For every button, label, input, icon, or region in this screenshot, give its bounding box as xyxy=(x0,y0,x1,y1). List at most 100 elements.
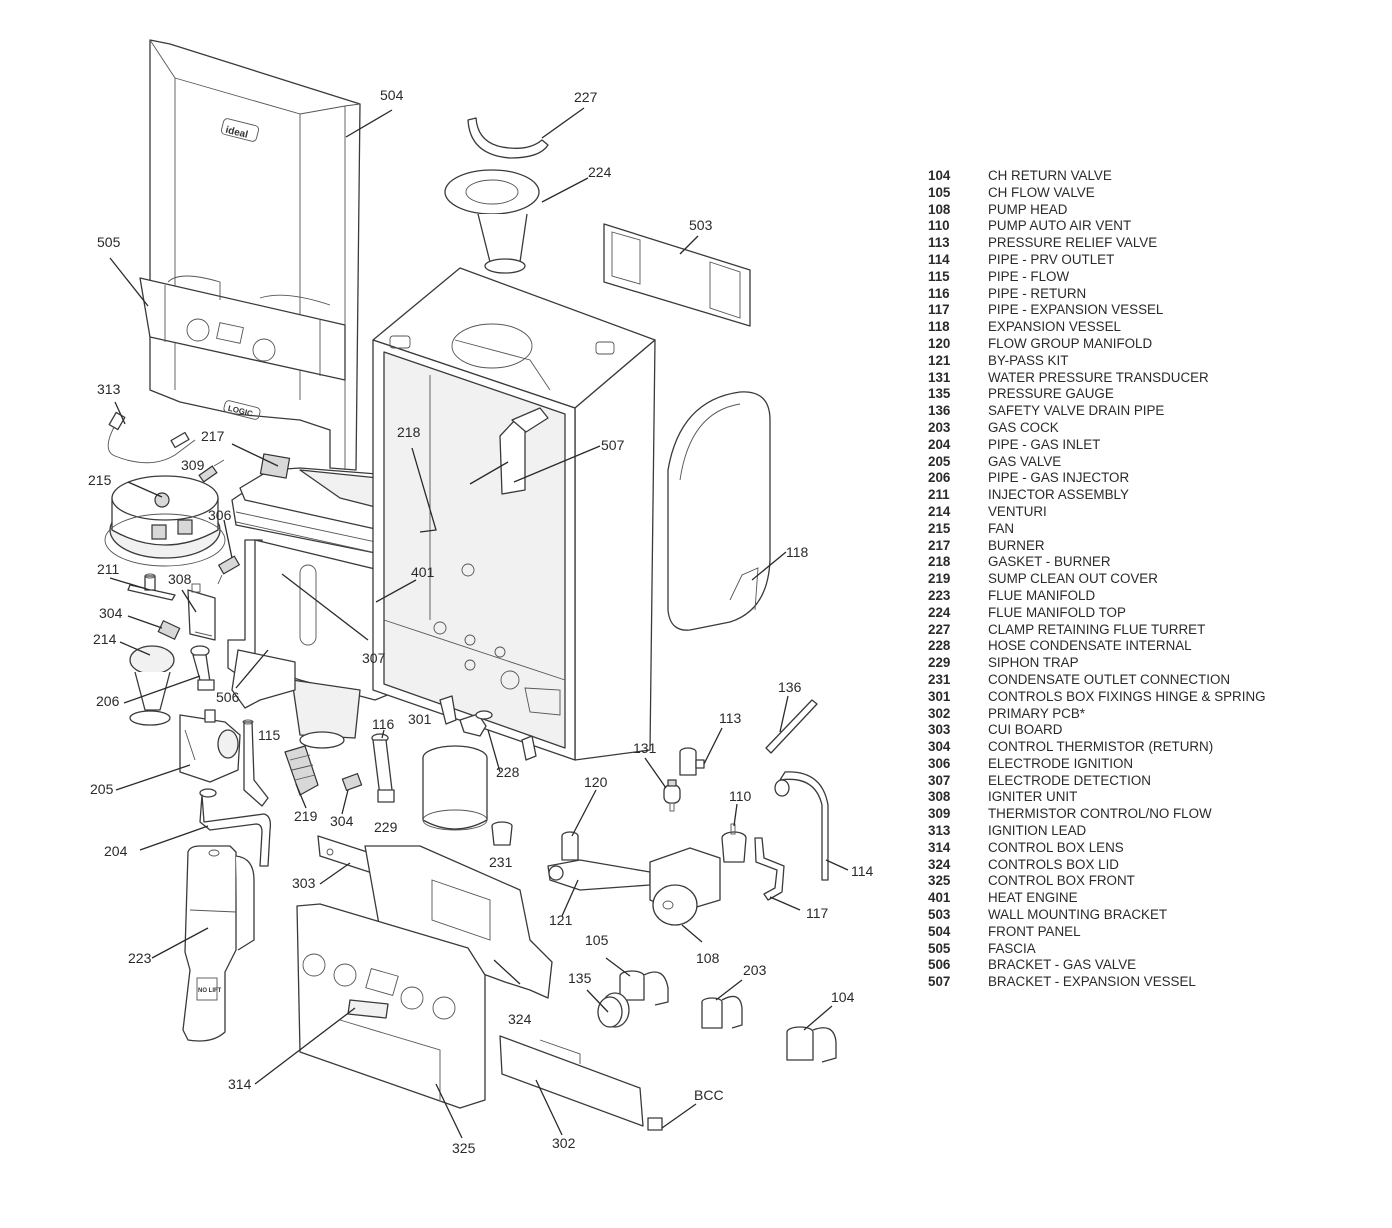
part-description: HOSE CONDENSATE INTERNAL xyxy=(988,638,1192,654)
part-number: 113 xyxy=(928,235,950,251)
part-number: 504 xyxy=(928,923,951,939)
expansion-vessel-118 xyxy=(667,391,771,631)
callout-120: 120 xyxy=(584,774,608,790)
callout-131: 131 xyxy=(633,740,657,756)
callout-121: 121 xyxy=(549,912,573,928)
sump-cover-219 xyxy=(284,745,319,796)
part-description: CH FLOW VALVE xyxy=(988,184,1095,200)
part-description: BURNER xyxy=(988,537,1045,553)
callout-503: 503 xyxy=(689,217,713,233)
water-pressure-transducer-131 xyxy=(663,779,681,812)
bcc-component xyxy=(647,1117,663,1131)
callout-113: 113 xyxy=(719,710,742,726)
control-thermistor-304-b xyxy=(341,772,363,792)
callout-223: 223 xyxy=(128,950,152,966)
part-description: ELECTRODE IGNITION xyxy=(988,755,1134,771)
chassis-casing xyxy=(372,267,656,761)
part-number: 313 xyxy=(928,823,951,839)
front-panel-504: ideal LOGIC xyxy=(149,39,361,471)
bracket-expansion-vessel-507 xyxy=(499,407,549,495)
part-description: PIPE - GAS INJECTOR xyxy=(988,470,1130,486)
clamp-flue-turret-227 xyxy=(467,117,549,159)
part-description: PIPE - RETURN xyxy=(988,285,1087,301)
callout-105: 105 xyxy=(585,932,609,948)
callout-302: 302 xyxy=(552,1135,576,1151)
part-number: 302 xyxy=(928,705,951,721)
part-description: CONTROL BOX LENS xyxy=(988,839,1124,855)
part-number: 506 xyxy=(928,957,951,973)
part-description: PRESSURE RELIEF VALVE xyxy=(988,235,1158,251)
flow-group-manifold-120 xyxy=(547,831,651,891)
part-number: 211 xyxy=(928,487,950,503)
parts-list-row: 204 PIPE - GAS INLET xyxy=(928,437,1348,454)
callout-224: 224 xyxy=(588,164,612,180)
part-number: 110 xyxy=(928,218,950,234)
part-number: 203 xyxy=(928,419,951,435)
callout-218: 218 xyxy=(397,424,421,440)
part-description: FRONT PANEL xyxy=(988,923,1081,939)
callout-211: 211 xyxy=(97,561,120,577)
callout-116: 116 xyxy=(372,716,395,732)
callout-505: 505 xyxy=(97,234,121,250)
pump-air-vent-110 xyxy=(721,823,747,863)
part-number: 218 xyxy=(928,554,951,570)
part-number: 303 xyxy=(928,722,951,738)
part-number: 108 xyxy=(928,201,951,217)
part-number: 325 xyxy=(928,873,951,889)
part-description: PRIMARY PCB* xyxy=(988,705,1085,721)
parts-list-row: 504 FRONT PANEL xyxy=(928,924,1348,941)
part-number: 227 xyxy=(928,621,951,637)
part-number: 204 xyxy=(928,436,951,452)
pipe-return-116 xyxy=(371,733,395,803)
igniter-unit-308 xyxy=(187,583,216,641)
siphon-trap-229 xyxy=(422,745,488,831)
fan-215 xyxy=(104,475,226,567)
callout-118: 118 xyxy=(786,544,809,560)
callout-324: 324 xyxy=(508,1011,532,1027)
part-description: GASKET - BURNER xyxy=(988,554,1111,570)
heat-engine-401 xyxy=(227,539,401,749)
part-number: 219 xyxy=(928,571,951,587)
part-description: IGNITER UNIT xyxy=(988,789,1078,805)
callout-214: 214 xyxy=(93,631,117,647)
part-number: 117 xyxy=(928,302,950,318)
ch-flow-valve-105 xyxy=(619,970,669,1006)
pipe-gas-inlet-204 xyxy=(199,788,272,867)
parts-list-row: 217 BURNER xyxy=(928,538,1348,555)
part-description: GAS VALVE xyxy=(988,453,1062,469)
part-description: FLOW GROUP MANIFOLD xyxy=(988,335,1153,351)
callout-203: 203 xyxy=(743,962,767,978)
part-number: 314 xyxy=(928,839,951,855)
part-number: 135 xyxy=(928,386,951,402)
no-lift-badge: NO LIFT xyxy=(198,988,222,994)
part-number: 217 xyxy=(928,537,951,553)
callout-117: 117 xyxy=(806,905,829,921)
callout-114: 114 xyxy=(851,863,874,879)
part-number: 507 xyxy=(928,974,951,990)
part-description: HEAT ENGINE xyxy=(988,890,1078,906)
part-description: FLUE MANIFOLD TOP xyxy=(988,604,1126,620)
pressure-relief-valve-113 xyxy=(679,747,705,776)
pipe-expansion-vessel-117 xyxy=(754,837,785,901)
part-description: PIPE - GAS INLET xyxy=(988,436,1101,452)
